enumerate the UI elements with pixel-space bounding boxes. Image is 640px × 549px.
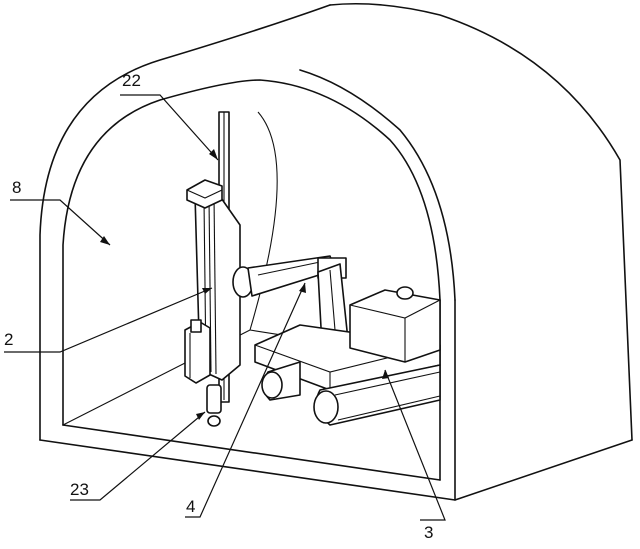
label-23: 23 [70,480,89,499]
robotic-arm [232,255,356,358]
leader-lines [4,94,446,521]
drill-frame [184,179,241,384]
label-4: 4 [186,497,195,516]
label-2: 2 [4,330,13,349]
crawler-vehicle [254,286,441,426]
drill-bit [206,384,222,427]
label-3: 3 [424,523,433,542]
label-22: 22 [122,71,141,90]
arrowheads [100,149,389,420]
label-8: 8 [12,178,21,197]
